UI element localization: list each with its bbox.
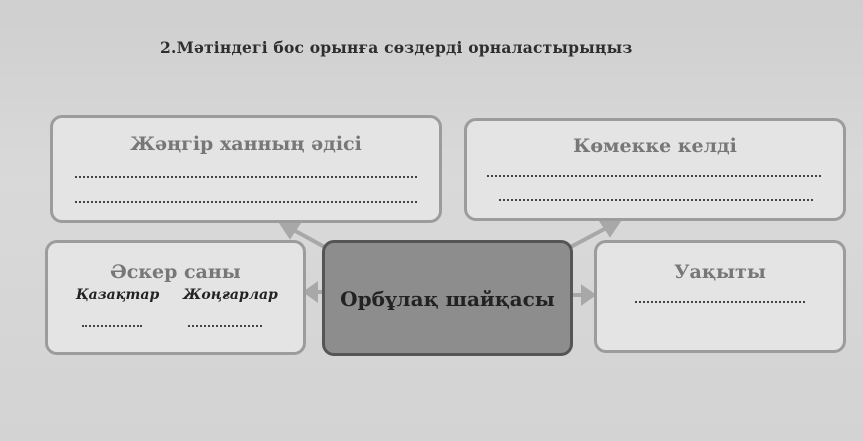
time-heading: Уақыты	[674, 261, 766, 283]
time-blank[interactable]	[635, 301, 805, 303]
arrowhead-help	[598, 220, 622, 238]
time-box: Уақыты	[594, 240, 846, 353]
arrow-to-help	[564, 224, 611, 252]
dzungars-blank[interactable]	[188, 325, 262, 327]
help-box: Көмекке келді	[464, 118, 846, 221]
army-box: Әскер саны Қазақтар Жоңғарлар	[45, 240, 306, 355]
method-blank-2[interactable]	[75, 201, 417, 203]
center-box: Орбұлақ шайқасы	[322, 240, 573, 356]
kazakhs-label: Қазақтар	[76, 287, 160, 303]
help-heading: Көмекке келді	[573, 135, 737, 157]
method-blank-1[interactable]	[75, 176, 417, 178]
method-heading: Жәңгір ханның әдісі	[130, 133, 362, 155]
dzungars-label: Жоңғарлар	[183, 287, 278, 303]
arrowhead-time	[581, 284, 597, 306]
help-blank-2[interactable]	[499, 199, 813, 201]
exercise-title: 2.Мәтіндегі бос орынға сөздерді орналаст…	[160, 38, 633, 57]
arrowhead-army	[302, 281, 318, 303]
army-heading: Әскер саны	[110, 261, 241, 283]
kazakhs-blank[interactable]	[82, 325, 142, 327]
help-blank-1[interactable]	[487, 175, 821, 177]
center-heading: Орбұлақ шайқасы	[340, 287, 555, 311]
arrowhead-method	[278, 222, 302, 240]
method-box: Жәңгір ханның әдісі	[50, 115, 442, 223]
